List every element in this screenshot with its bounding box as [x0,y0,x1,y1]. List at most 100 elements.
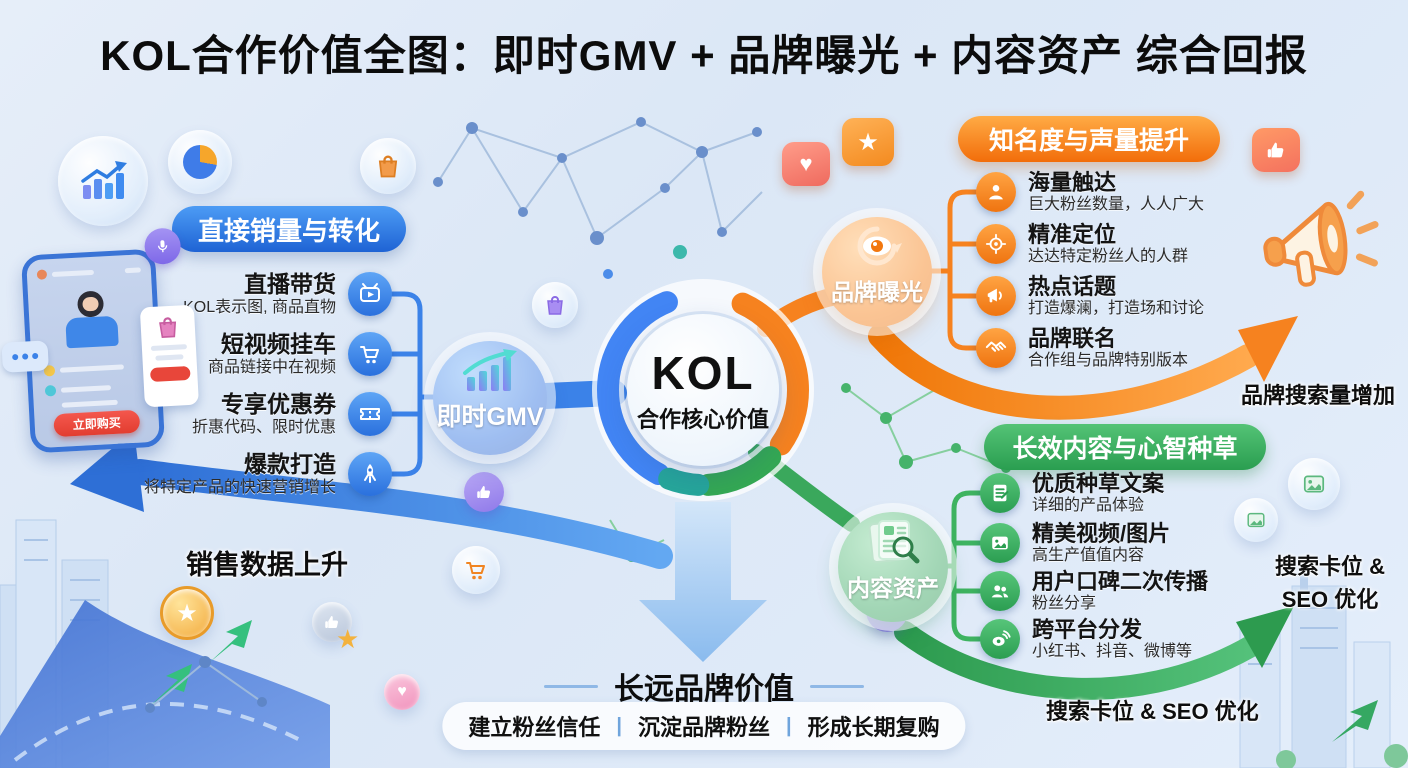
footer-item: 沉淀品牌粉丝 [637,715,771,740]
item-title: 精美视频/图片 [1032,520,1171,546]
buy-now-button: 立即购买 [53,409,141,438]
growth-chart-bubble-icon [58,136,148,226]
item-text: 爆款打造 将特定产品的快速营销增长 [144,451,336,497]
thumbs-up-bubble-icon [312,602,352,642]
item-title: 爆款打造 [244,451,336,478]
exposure-outcome-label: 品牌搜索量增加 [1240,383,1395,408]
list-item: 跨平台分发 小红书、抖音、微博等 [980,616,1290,662]
exposure-outcome-arrow [868,316,1298,420]
thumbs-up-bubble-icon [464,472,504,512]
item-title: 用户口碑二次传播 [1032,568,1209,594]
sales-outcome-arrow [70,430,673,569]
gmv-node: 即时GMV [424,332,556,464]
rocket-icon [348,452,392,496]
exposure-node-label: 品牌曝光 [831,279,923,305]
avatar [36,269,48,280]
handshake-icon [976,328,1016,368]
item-title: 海量触达 [1028,169,1117,195]
footer-heading-text: 长远品牌价值 [614,673,794,706]
shopping-bag-bubble-icon [360,138,416,194]
exposure-node: 品牌曝光 [813,208,941,336]
network-graph-top [433,117,763,279]
list-item: 短视频挂车 商品链接中在视频 [62,328,392,380]
item-title: 专享优惠券 [221,391,336,418]
item-title: 精准定位 [1028,221,1117,247]
item-desc: 商品链接中在视频 [207,358,336,376]
kol-ring [592,279,814,501]
item-title: 品牌联名 [1028,325,1117,351]
gmv-node-label: 即时GMV [436,403,544,431]
item-title: 直播带货 [244,271,336,298]
star-bubble-icon: ★ [842,118,894,166]
coupon-icon [348,392,392,436]
product-card [139,304,199,408]
sales-outcome-label: 销售数据上升 [186,550,348,580]
heart-bubble-icon: ♥ [782,142,830,186]
purple-bag-bubble-icon [532,282,578,328]
content-node: 内容资产 [829,503,957,631]
chat-row [61,399,118,408]
item-desc: 粉丝分享 [1032,595,1097,613]
growth-bars-icon [463,349,517,391]
footer-item: 建立粉丝信任 [468,715,601,740]
content-outcome-label-side: 搜索卡位 & SEO 优化 [1252,550,1408,616]
user-icon [976,172,1016,212]
item-desc: 高生产值值内容 [1032,547,1145,565]
cart-icon [348,332,392,376]
item-desc: 巨大粉丝数量，人人广大 [1028,196,1205,214]
item-text: 优质种草文案 详细的产品体验 [1032,471,1164,515]
host-torso [65,315,119,349]
media-icon [980,523,1020,563]
divider [810,684,864,688]
item-text: 跨平台分发 小红书、抖音、微博等 [1032,617,1192,661]
placeholder-line [51,269,94,277]
image-bubble-icon [1234,498,1278,542]
item-desc: 达达特定粉丝人的人群 [1028,248,1189,266]
list-item: 爆款打造 将特定产品的快速营销增长 [62,448,392,500]
kol-core-node: KOL 合作核心价值 [627,314,779,466]
seo-label-line1: 搜索卡位 & [1274,554,1385,579]
live-play-icon [348,272,392,316]
item-text: 精准定位 达达特定粉丝人的人群 [1028,222,1188,266]
placeholder-line [155,354,184,361]
list-item: 精美视频/图片 高生产值值内容 [980,520,1290,566]
item-desc: 小红书、抖音、微博等 [1032,643,1193,661]
megaphone-illustration-icon [1263,190,1379,287]
content-outcome-label-bottom: 搜索卡位 & SEO 优化 [1046,699,1259,724]
item-text: 直播带货 KOL表示图, 商品直物 [183,271,336,317]
divider: | [616,714,622,737]
placeholder-line [150,344,188,351]
item-text: 精美视频/图片 高生产值值内容 [1032,521,1170,565]
item-title: 优质种草文案 [1032,470,1165,496]
placeholder-line [124,266,141,273]
list-item: 精准定位 达达特定粉丝人的人群 [976,220,1276,268]
phone-topbar [36,264,141,280]
footer-item: 形成长期复购 [807,715,940,740]
chat-bubble-icon [1,340,49,373]
item-text: 短视频挂车 商品链接中在视频 [208,331,336,377]
list-item: 海量触达 巨大粉丝数量，人人广大 [976,168,1276,216]
avatar [44,384,57,397]
kol-title: KOL [651,347,755,399]
item-text: 热点话题 打造爆澜，打造场和讨论 [1028,274,1204,318]
list-item: 品牌联名 合作组与品牌特别版本 [976,324,1276,372]
page-title: KOL合作价值全图：即时GMV + 品牌曝光 + 内容资产 综合回报 [100,32,1308,79]
down-arrow [639,502,767,662]
city-skyline-left [0,519,330,768]
users-icon [980,571,1020,611]
node-glow [424,332,556,464]
bracket-sales [389,291,441,477]
footer-pill: 建立粉丝信任 | 沉淀品牌粉丝 | 形成长期复购 [442,702,966,750]
item-desc: 合作组与品牌特别版本 [1028,352,1189,370]
network-graph-bottom-left [145,656,267,713]
placeholder-line [59,364,125,373]
item-desc: 折惠代码、限时优惠 [191,418,336,436]
article-icon [980,473,1020,513]
list-item: 直播带货 KOL表示图, 商品直物 [62,268,392,320]
coin-icon: ★ [160,586,214,640]
sales-branch-header: 直接销量与转化 [172,206,406,252]
thumbs-up-bubble-icon [1252,128,1300,172]
item-text: 专享优惠券 折惠代码、限时优惠 [192,391,336,437]
